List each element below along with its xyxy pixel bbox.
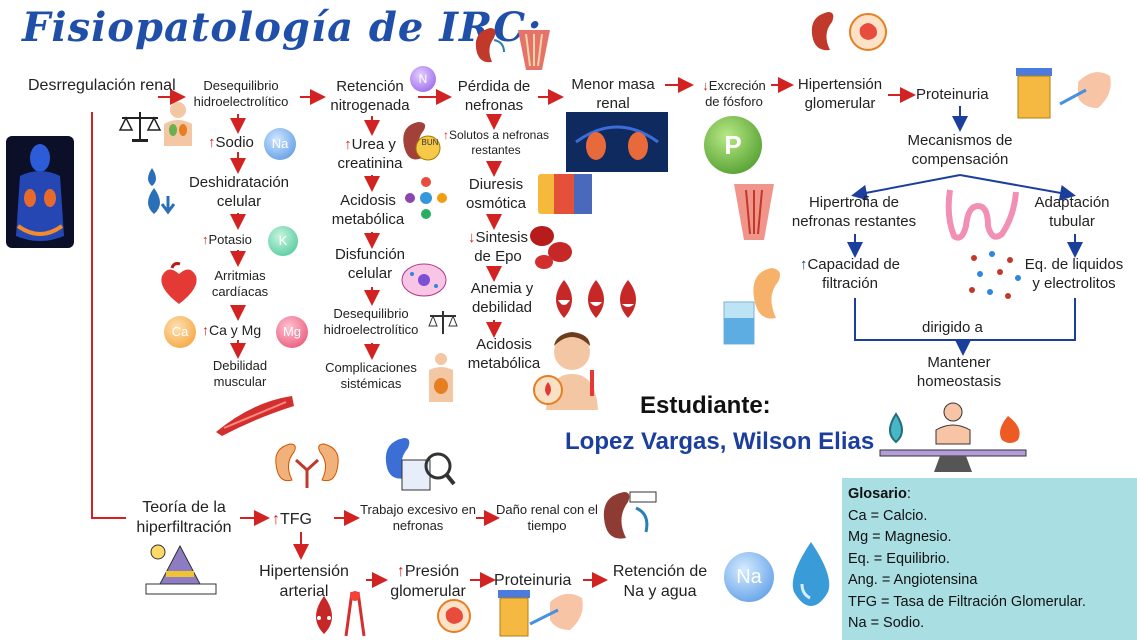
metabolic-cycle-icon	[405, 177, 447, 219]
kidney-failure-icon	[603, 491, 657, 539]
node-mantener-homeostasis: Mantener homeostasis	[916, 354, 1002, 390]
body-kidneys-icon	[6, 136, 74, 248]
magnesium-element-icon: Mg	[276, 316, 308, 348]
node-presion-glomerular: ↑Presión glomerular	[390, 563, 466, 600]
node-sodio: ↑Sodio	[208, 134, 254, 151]
node-retencion-na-agua: Retención de Na y agua	[612, 563, 708, 600]
node-dirigido-a: dirigido a	[922, 319, 983, 336]
node-proteinuria-1: Proteinuria	[916, 86, 989, 103]
node-potasio: ↑Potasio	[202, 232, 252, 247]
node-dano-renal: Daño renal con el tiempo	[496, 502, 598, 534]
node-excrecion-fosforo: ↓Excreción de fósforo	[702, 78, 766, 110]
node-eq-liquidos: Eq. de liquidos y electrolitos	[1024, 256, 1124, 292]
glomerulus-small-icon	[437, 599, 471, 633]
glossary-box: Glosario: Ca = Calcio. Mg = Magnesio. Eq…	[842, 478, 1137, 640]
node-teoria-hiperfiltracion: Teoría de la hiperfiltración	[136, 499, 232, 536]
node-urea-creatinina: ↑Urea y creatinina	[337, 136, 403, 172]
glossary-item: Mg = Magnesio.	[848, 529, 952, 545]
water-drop-icon	[792, 542, 830, 606]
node-diuresis-osmotica: Diuresis osmótica	[465, 176, 527, 212]
node-debilidad-muscular: Debilidad muscular	[212, 358, 268, 390]
homeostasis-balance-icon	[879, 402, 1027, 472]
glossary-item: Eq. = Equilibrio.	[848, 550, 950, 567]
node-ca-mg: ↑Ca y Mg	[202, 322, 262, 338]
hand-test-strip-icon	[1059, 72, 1111, 108]
student-label: Estudiante:	[640, 392, 771, 419]
scale-small-icon	[428, 311, 458, 334]
kidney-water-icon	[723, 268, 780, 345]
node-hipertension-arterial: Hipertensión arterial	[259, 563, 349, 600]
kidneys-pair-icon	[275, 443, 339, 488]
blood-pressure-icon	[316, 591, 366, 637]
cell-icon	[401, 263, 447, 297]
node-solutos: ↑Solutos a nefronas restantes	[442, 128, 550, 157]
kidney-bun-icon	[403, 122, 441, 161]
glossary-item: Ang. = Angiotensina	[848, 572, 978, 588]
potassium-element-icon: K	[268, 226, 298, 256]
student-name: Lopez Vargas, Wilson Elias	[565, 428, 875, 455]
water-drops-icon	[148, 168, 176, 215]
glossary-heading: Glosario	[848, 486, 907, 502]
node-tfg: ↑TFG	[272, 511, 312, 528]
kidneys-xray-icon	[566, 112, 668, 172]
node-anemia-debilidad: Anemia y debilidad	[470, 280, 534, 316]
node-deshidratacion-celular: Deshidratación celular	[188, 174, 290, 210]
pyramid-idea-icon	[145, 544, 217, 595]
glossary-item: TFG = Tasa de Filtración Glomerular.	[848, 593, 1086, 610]
node-trabajo-excesivo: Trabajo excesivo en nefronas	[360, 502, 476, 534]
glossary-item: Ca = Calcio.	[848, 507, 928, 524]
node-mecanismos-compensacion: Mecanismos de compensación	[907, 132, 1013, 168]
body-organs-icon	[429, 353, 453, 402]
sodium-element-icon: Na	[264, 128, 296, 160]
node-disfuncion-celular: Disfunción celular	[334, 246, 406, 282]
heart-icon	[161, 262, 197, 304]
glomerulus-icon	[849, 13, 887, 51]
bun-label: BUN	[421, 138, 439, 147]
page-title: Fisiopatología de IRC:	[22, 4, 542, 51]
node-acidosis-metabolica-2: Acidosis metabólica	[467, 336, 541, 372]
red-blood-cells-icon	[530, 226, 572, 269]
blood-drops-icon	[556, 280, 636, 318]
node-complicaciones-sistemicas: Complicaciones sistémicas	[325, 360, 417, 392]
calcium-element-icon: Ca	[164, 316, 196, 348]
node-desequilibrio-hidroelectrolitico-2: Desequilibrio hidroelectrolítico	[323, 306, 419, 338]
nephron-tube-icon	[734, 184, 774, 240]
node-acidosis-metabolica-1: Acidosis metabólica	[331, 192, 405, 228]
phosphorus-element-icon: P	[704, 116, 762, 174]
node-proteinuria-2: Proteinuria	[494, 572, 572, 589]
membrane-icon	[538, 174, 592, 214]
kidney-analysis-icon	[385, 438, 456, 491]
nitrogen-element-icon: N	[410, 66, 436, 92]
tubule-icon	[945, 189, 1019, 241]
sodium-big-icon: Na	[724, 552, 774, 602]
node-capacidad-filtracion: ↑Capacidad de filtración	[799, 256, 901, 292]
kidney-top-icon	[811, 12, 834, 51]
node-adaptacion-tubular: Adaptación tubular	[1034, 194, 1110, 230]
node-arritmias-cardiacas: Arritmias cardíacas	[211, 268, 269, 300]
human-organs-icon	[164, 102, 192, 146]
kidney-icon	[475, 28, 505, 63]
node-desequilibrio-hidroelectrolitico: Desequilibrio hidroelectrolítico	[193, 78, 289, 110]
muscle-icon	[216, 396, 294, 436]
electrolytes-icon	[969, 251, 1021, 299]
scale-icon	[118, 112, 162, 142]
node-sintesis-epo: ↓Sintesis de Epo	[467, 229, 529, 265]
node-menor-masa-renal: Menor masa renal	[571, 76, 655, 112]
node-hipertrofia: Hipertrofia de nefronas restantes	[791, 194, 917, 230]
node-hipertension-glomerular: Hipertensión glomerular	[797, 76, 883, 112]
urine-hand-icon	[498, 590, 583, 637]
urine-sample-icon	[1016, 68, 1052, 119]
node-perdida-nefronas: Pérdida de nefronas	[457, 78, 531, 114]
patient-fever-icon	[533, 332, 598, 410]
nephron-section-icon	[518, 30, 550, 70]
node-desregulacion-renal: Desrregulación renal	[28, 77, 176, 94]
node-retencion-nitrogenada: Retención nitrogenada	[330, 78, 410, 114]
glossary-item: Na = Sodio.	[848, 615, 925, 631]
glossary-heading-row: Glosario:	[848, 486, 911, 502]
